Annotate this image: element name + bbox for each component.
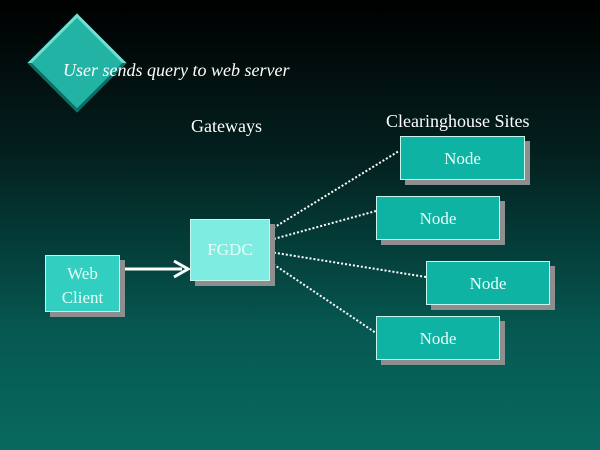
web-client-box: Web Client xyxy=(45,255,120,312)
gateway-box-fgdc: FGDC xyxy=(190,219,270,281)
query-arrowhead xyxy=(173,259,192,279)
clearinghouse-sites-label: Clearinghouse Sites xyxy=(386,111,530,131)
link-node-2 xyxy=(269,210,377,241)
gateways-label: Gateways xyxy=(191,116,262,136)
slide-title: User sends query to web server xyxy=(63,60,290,80)
link-node-3 xyxy=(269,251,427,278)
web-client-line1: Web xyxy=(67,264,98,283)
node-label: Node xyxy=(469,274,507,293)
node-label: Node xyxy=(419,329,457,348)
node-label: Node xyxy=(419,209,457,228)
link-node-4 xyxy=(269,261,377,334)
node-box-3: Node xyxy=(426,261,550,305)
gateway-label: FGDC xyxy=(207,240,253,259)
node-box-2: Node xyxy=(376,196,500,240)
node-box-4: Node xyxy=(376,316,500,360)
node-label: Node xyxy=(444,149,481,168)
node-box-1: Node xyxy=(400,136,525,180)
web-client-line2: Client xyxy=(61,288,104,307)
link-node-1 xyxy=(269,150,400,231)
